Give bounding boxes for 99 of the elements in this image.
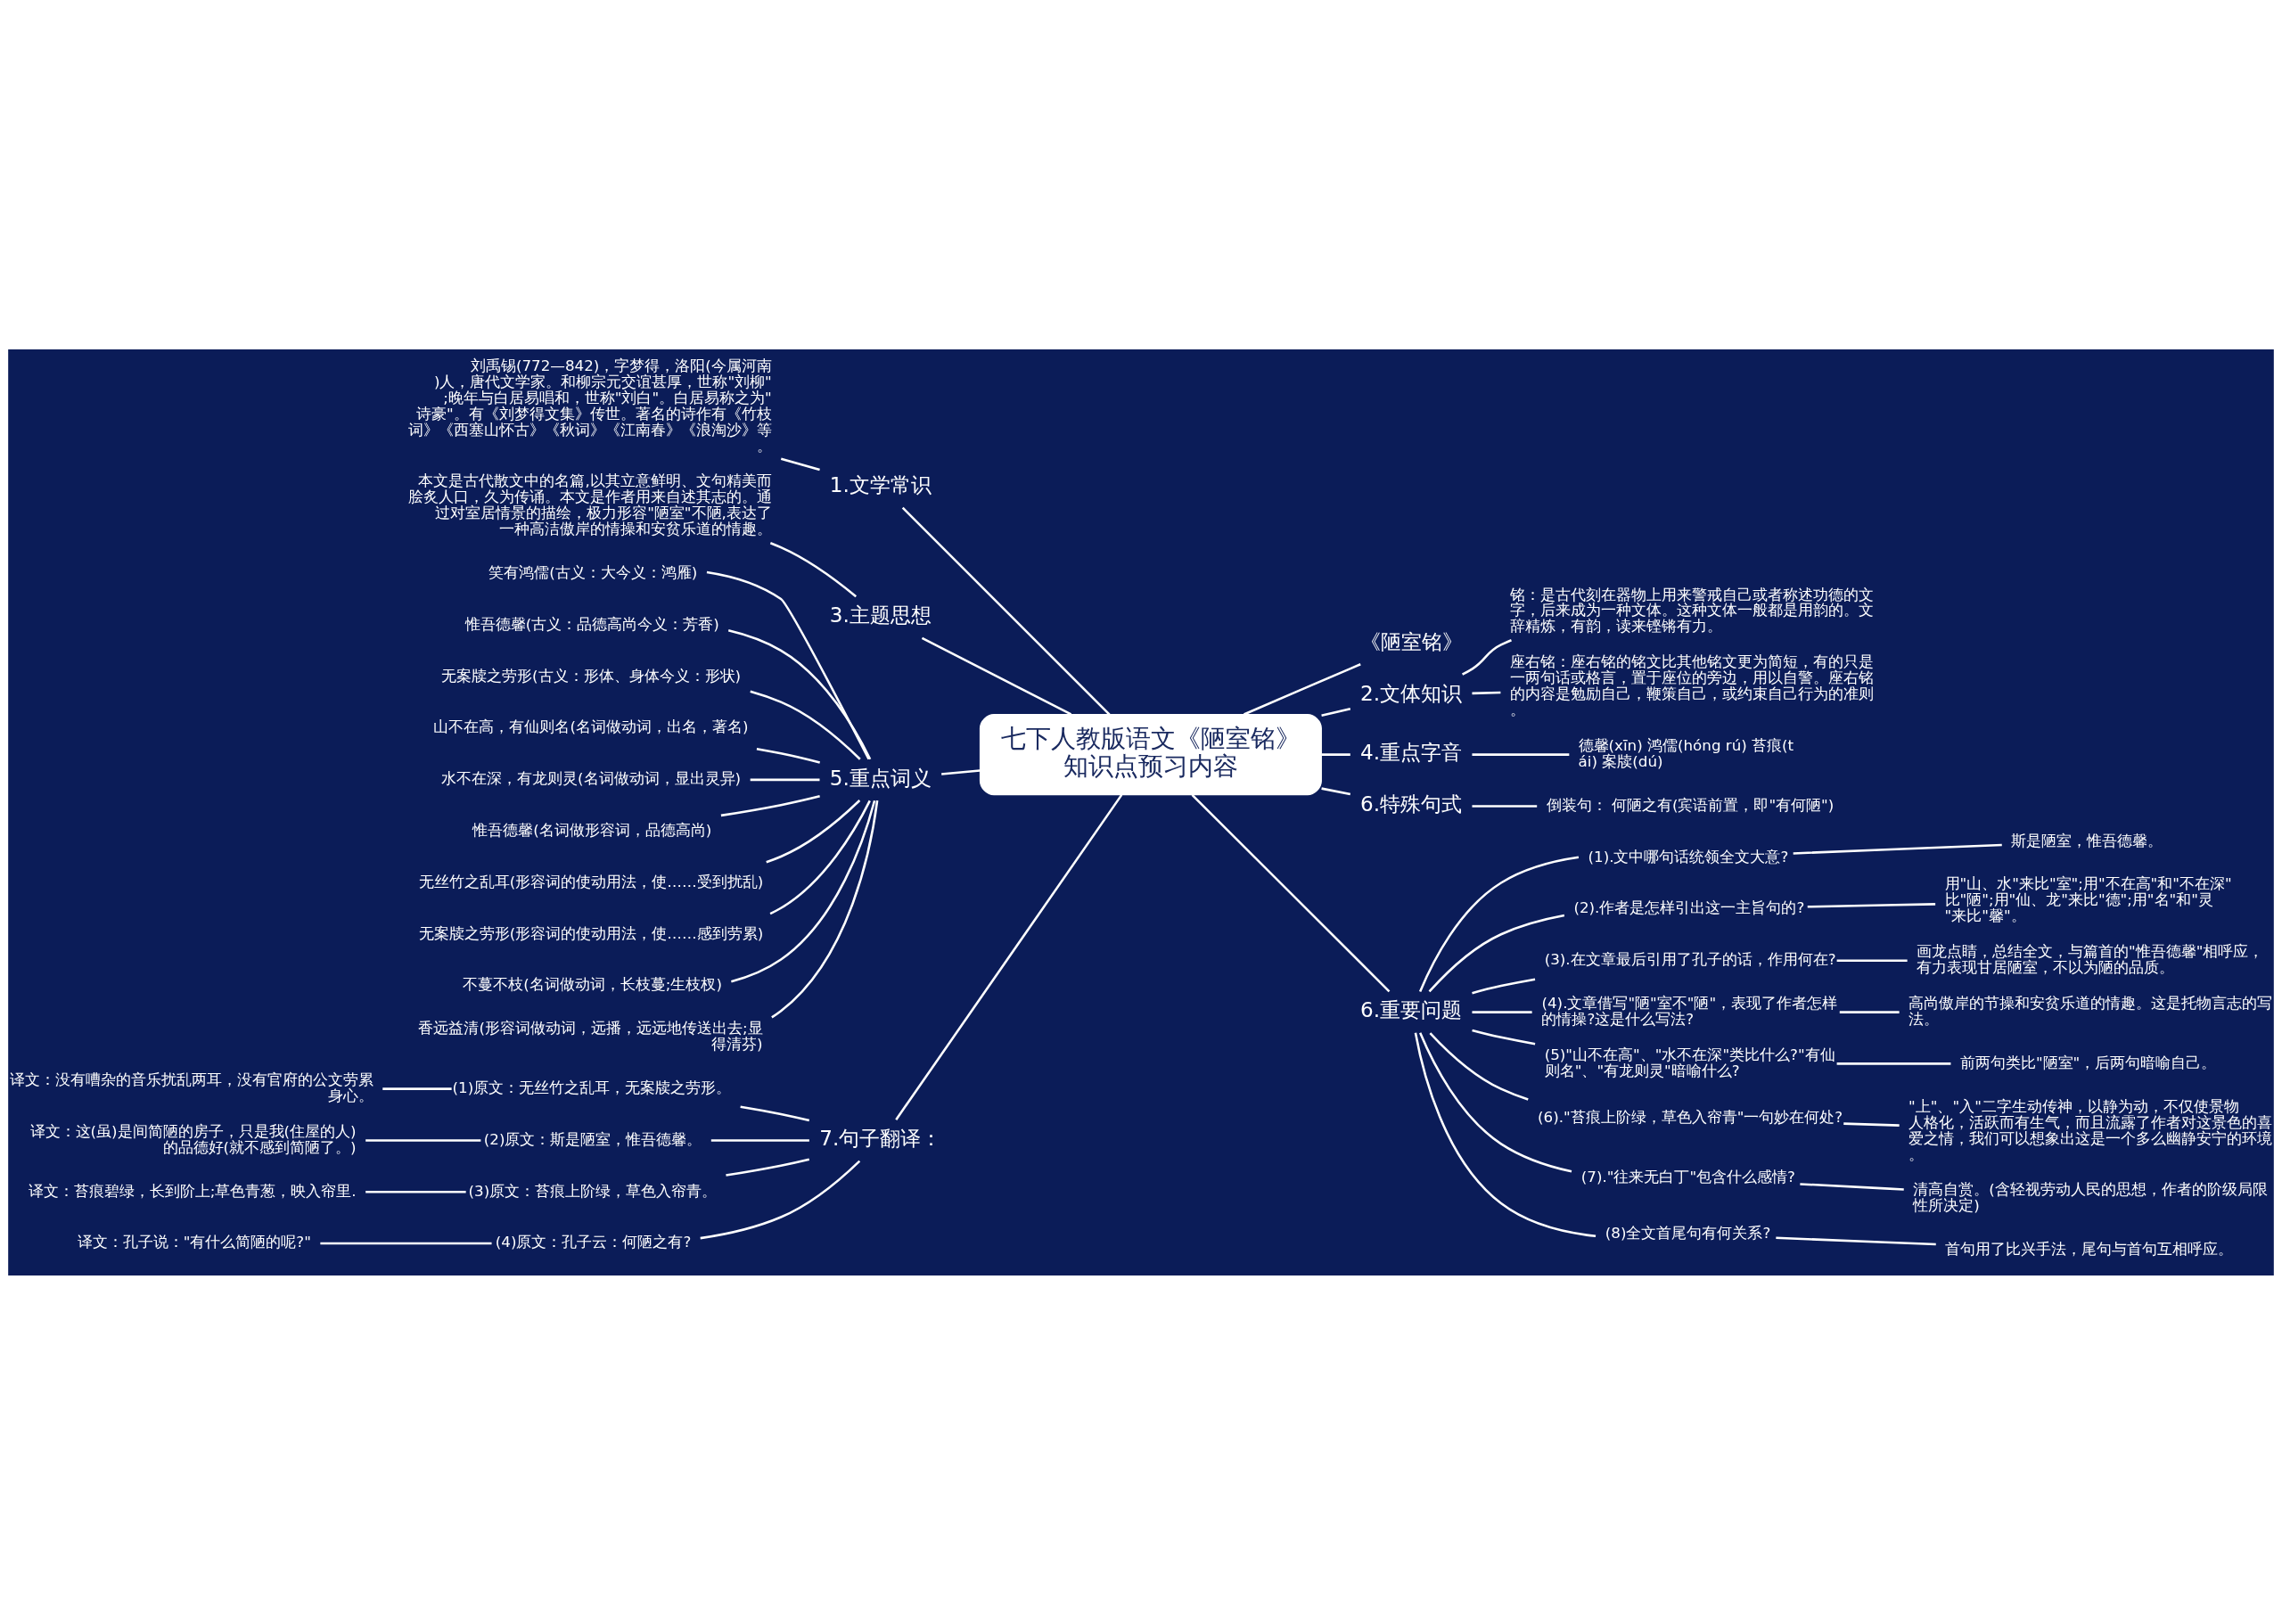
connector [921,636,1072,716]
connector [1793,843,2002,855]
connector [365,1138,481,1142]
connector [727,628,872,759]
node-text: 斯是陋室，惟吾德馨。 [2011,832,2163,849]
connector [771,800,879,1018]
node-text: 《陋室铭》 [1359,629,1463,653]
node-text: 山不在高，有仙则名(名词做动词，出名，著名) [433,718,749,735]
node-text: 译文：苔痕碧绿，长到阶上;草色青葱，映入帘里. [28,1182,357,1200]
connector [769,541,858,597]
node-text: (2).作者是怎样引出这一主旨句的? [1573,898,1805,916]
connector [1472,804,1538,808]
node-text: 译文：孔子说："有什么简陋的呢?" [77,1233,311,1251]
connector [1472,752,1570,756]
connector [1461,638,1512,676]
node-box: 七下人教版语文《陋室铭》知识点预习内容 [979,713,1322,795]
node-text: 无丝竹之乱耳(形容词的使动用法，使……受到扰乱) [418,873,764,890]
connector [901,506,1111,716]
node-text: 译文：没有嘈杂的音乐扰乱两耳，没有官府的公文劳累身心。 [9,1070,373,1104]
connector [1472,1010,1532,1013]
connector [769,800,871,915]
node-text: 画龙点睛，总结全文，与篇首的"惟吾德馨"相呼应，有力表现甘居陋室，不以为陋的品质。 [1917,942,2264,976]
connector [750,778,820,781]
connector [1321,752,1350,756]
node-text: 香远益清(形容词做动词，远播，远远地传送出去;显得清芬) [418,1019,763,1053]
node-text: 座右铭：座右铭的铭文比其他铭文更为简短，有的只是一两句话或格言，置于座位的旁边，用以自警。座右铭的内容是勉励自己，鞭策自己，或约束自己行为的准则。 [1510,652,1875,718]
node-text: 无案牍之劳形(形容词的使动用法，使……感到劳累) [418,924,764,942]
connector [1839,1010,1900,1013]
node-text: (1).文中哪句话统领全文大意? [1588,848,1789,865]
node-text: (4)原文：孔子云：何陋之有? [495,1233,692,1251]
connector [895,793,1123,1120]
node-text: 倒装句： 何陋之有(宾语前置，即"有何陋") [1546,796,1835,814]
connector [1321,786,1351,795]
connector [1836,1062,1951,1065]
node-text: 清高自赏。(含轻视劳动人民的思想，作者的阶级局限性所决定) [1913,1180,2268,1214]
connector [720,794,820,816]
node-text: 刘禹锡(772—842)，字梦得，洛阳(今属河南)人，唐代文学家。和柳宗元交谊甚厚，世称"刘柳";晚年与白居易唱和，世称"刘白"。白居易称之为"诗豪"。有《刘梦得文集》传世。著名的诗作有《竹枝词》《西塞山怀古》《秋词》《江南春》《浪淘沙》等。 [407,357,772,455]
connector [1428,914,1565,992]
node-text: 1.文学常识 [829,472,932,496]
connector [1843,1121,1900,1127]
node-text: 高尚傲岸的节操和安贫乐道的情趣。这是托物言志的写法。 [1909,994,2273,1028]
node-text: 不蔓不枝(名词做动词，长枝蔓;生枝杈) [463,975,722,993]
connector [731,800,876,982]
node-text: 3.主题思想 [829,603,932,627]
connector [1244,662,1361,716]
node-text: (3).在文章最后引用了孔子的话，作用何在? [1544,950,1836,968]
node-text: 4.重点字音 [1360,740,1463,764]
node-text: 首句用了比兴手法，尾句与首句互相呼应。 [1945,1240,2234,1258]
node-text: 惟吾德馨(名词做形容词，品德高尚) [472,821,712,839]
connector [1776,1236,1936,1245]
connector [382,1087,452,1090]
node-text: 笑有鸿儒(古义：大今义：鸿雁) [488,563,698,581]
node-text: (4).文章借写"陋"室不"陋"，表现了作者怎样的情操?这是什么写法? [1541,994,1838,1028]
connector [756,747,820,764]
node-text: 惟吾德馨(古义：品德高尚今义：芳香) [464,615,719,633]
node-text: 译文：这(虽)是间简陋的房子，只是我(住屋的人)的品德好(就不感到简陋了。) [29,1122,357,1156]
connector [706,570,870,759]
connector [1472,691,1501,694]
connector [740,1104,810,1121]
connector [1321,707,1351,717]
node-text: "上"、"入"二字生动传神，以静为动，不仅使景物人格化，活跃而有生气，而且流露了作者对这景色的喜爱之情，我们可以想象出这是一个多么幽静安宁的环境。 [1909,1097,2273,1163]
node-text: (5)"山不在高"、"水不在深"类比什么?"有仙则名"、"有龙则灵"暗喻什么? [1544,1046,1835,1079]
connector [1419,1031,1572,1172]
node-text: 2.文体知识 [1360,681,1463,705]
connector [1836,959,1908,962]
connector [1414,1032,1597,1237]
node-text: 7.句子翻译： [819,1126,942,1150]
node-text: (2)原文：斯是陋室，惟吾德馨。 [483,1130,702,1148]
connector [710,1138,809,1142]
connector [1472,977,1536,994]
connector [941,768,981,775]
connector [766,799,861,863]
connector [700,1160,861,1239]
node-text: 铭：是古代刻在器物上用来警戒自己或者称述功德的文字，后来成为一种文体。这种文体一般都是用韵的。文辞精炼，有韵，读来铿锵有力。 [1510,585,1875,635]
connector [726,1157,810,1177]
connector [1191,793,1391,992]
node-text: 6.重要问题 [1360,997,1463,1021]
node-text: 水不在深，有龙则灵(名词做动词，显出灵异) [441,769,742,787]
node-text: 前两句类比"陋室"，后两句暗喻自己。 [1959,1054,2217,1071]
connector [1807,902,1936,908]
node-text: (6)."苔痕上阶绿，草色入帘青"一句妙在何处? [1538,1108,1843,1126]
node-text: 5.重点词义 [829,766,932,790]
connector [1418,856,1580,992]
node-text: 本文是古代散文中的名篇,以其立意鲜明、文句精美而脍炙人口，久为传诵。本文是作者用来自述其志的。通过对室居情景的描绘，极力形容"陋室"不陋,表达了一种高洁傲岸的情操和安贫乐道的情趣。 [407,472,772,537]
connector [750,689,861,760]
connector [1800,1182,1904,1191]
node-text: 无案牍之劳形(古义：形体、身体今义：形状) [441,667,742,685]
node-text: 6.特殊句式 [1360,791,1463,816]
node-text: (8)全文首尾句有何关系? [1605,1224,1771,1242]
connector [1472,1029,1536,1045]
node-text: 用"山、水"来比"室";用"不在高"和"不在深"比"陋";用"仙、龙"来比"德";用"名"和"灵"来比"馨"。 [1944,874,2232,924]
connector [1429,1031,1529,1101]
connector [780,457,820,471]
node-text: (7)."往来无白丁"包含什么感情? [1580,1168,1795,1185]
node-text: 德馨(xīn) 鸿儒(hóng rú) 苔痕(tái) 案牍(dú) [1578,736,1794,770]
connector [320,1242,492,1244]
node-text: (3)原文：苔痕上阶绿，草色入帘青。 [468,1182,718,1200]
connector [365,1190,466,1193]
node-text: (1)原文：无丝竹之乱耳，无案牍之劳形。 [452,1079,732,1096]
